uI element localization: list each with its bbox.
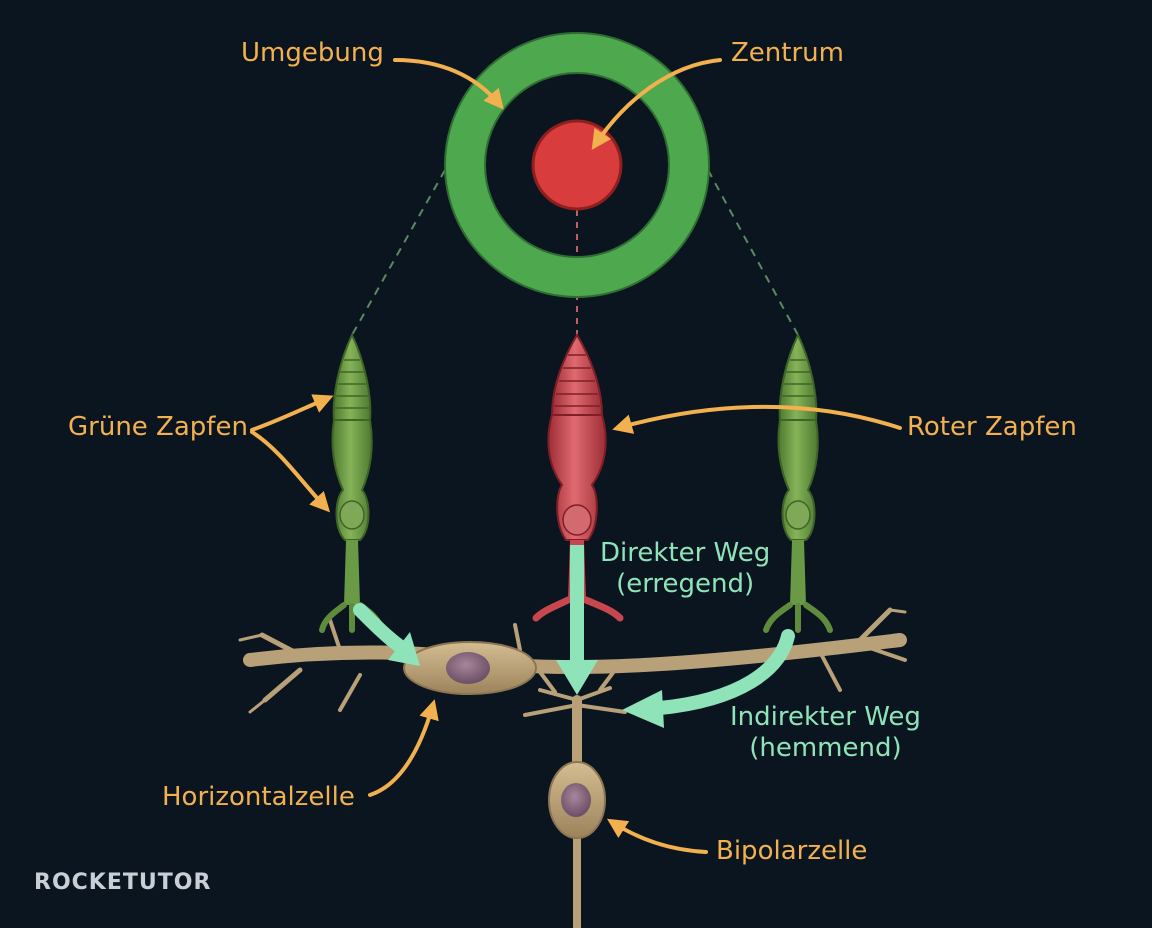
arrow-direct-shaft	[570, 545, 584, 663]
pathway-arrows	[353, 545, 795, 728]
arrow-indirect-head	[622, 690, 664, 728]
center-disc	[531, 119, 623, 211]
arrow-indirect-shaft	[653, 629, 795, 715]
label-indirect-path: Indirekter Weg (hemmend)	[730, 702, 921, 764]
brand-logo-text: ROCKETUTOR	[34, 870, 212, 895]
label-indirect-path-line2: (hemmend)	[749, 733, 902, 764]
label-center: Zentrum	[731, 38, 844, 68]
label-direct-path-line2: (erregend)	[616, 569, 755, 600]
arrow-green-to-horizontal	[353, 603, 412, 657]
arrow-bipolar-cell	[606, 818, 708, 854]
label-green-cones: Grüne Zapfen	[68, 412, 248, 442]
horizontal-cell-nucleus	[446, 652, 490, 684]
arrow-green-cone-bottom	[250, 430, 331, 513]
label-direct-path: Direkter Weg (erregend)	[600, 538, 770, 600]
arrow-direct-head	[556, 660, 598, 695]
arrow-surround	[393, 58, 504, 110]
receptive-field	[444, 32, 710, 298]
label-indirect-path-line1: Indirekter Weg	[730, 702, 921, 732]
label-pointer-arrows	[250, 58, 902, 854]
green-cone-left	[319, 332, 385, 633]
label-horizontal-cell: Horizontalzelle	[162, 782, 355, 812]
label-direct-path-line1: Direkter Weg	[600, 538, 771, 568]
surround-ring	[445, 33, 709, 297]
bipolar-cell-nucleus	[561, 783, 591, 817]
label-red-cone: Roter Zapfen	[907, 412, 1077, 442]
arrow-green-cone-top	[250, 394, 334, 432]
arrow-horizontal-cell	[368, 699, 439, 797]
brand-logo: ROCKETUTOR	[34, 870, 211, 895]
green-cone-right	[763, 332, 833, 633]
arrow-center	[591, 58, 722, 150]
label-bipolar-cell: Bipolarzelle	[716, 836, 868, 866]
label-surround: Umgebung	[241, 38, 384, 68]
arrow-red-cone	[612, 404, 902, 434]
